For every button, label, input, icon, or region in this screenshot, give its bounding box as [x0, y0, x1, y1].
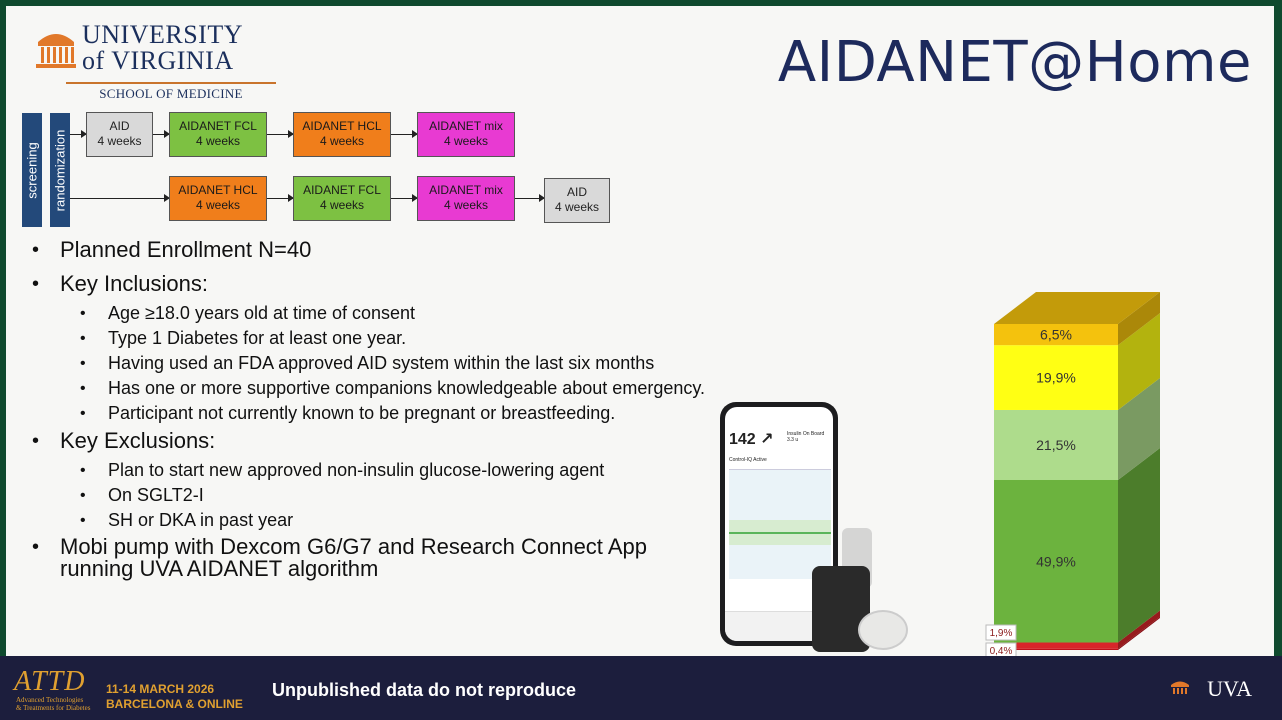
arm-duration: 4 weeks [319, 134, 365, 148]
arm-box: AIDANET FCL 4 weeks [169, 112, 267, 157]
iob-label: Insulin On Board [787, 431, 825, 437]
uva-wordmark: UVA [1207, 676, 1252, 701]
segment-label: 6,5% [1040, 327, 1072, 343]
bullet-inclusions-title: Key Inclusions: [30, 272, 720, 297]
arm-name: AIDANET HCL [302, 119, 382, 133]
arm-name: AID [109, 119, 130, 133]
arm-duration: 4 weeks [443, 198, 489, 212]
arm-name: AID [566, 185, 587, 199]
inclusion-item: Participant not currently known to be pr… [30, 404, 720, 424]
exclusion-item: On SGLT2-I [30, 486, 720, 506]
arrow [515, 194, 545, 202]
inclusion-item: Has one or more supportive companions kn… [30, 379, 720, 399]
bar-segment-side [1118, 292, 1160, 346]
inclusion-item: Type 1 Diabetes for at least one year. [30, 329, 720, 349]
attd-logo: ATTD [14, 666, 86, 697]
bullet-device: Mobi pump with Dexcom G6/G7 and Research… [30, 536, 720, 580]
logo-virginia: of VIRGINIA [82, 46, 234, 75]
slide: UNIVERSITY of VIRGINIA SCHOOL OF MEDICIN… [6, 6, 1274, 656]
arm-box: AIDANET mix 4 weeks [417, 176, 515, 221]
screening-bar: screening [22, 113, 42, 227]
attd-subtitle: Advanced Technologies & Treatments for D… [16, 696, 90, 712]
arm-name: AIDANET FCL [303, 183, 381, 197]
phone-glucose-chart [729, 469, 831, 579]
control-status: Control-IQ Active [729, 457, 767, 463]
arm-name: AIDANET mix [429, 183, 503, 197]
exclusion-item: Plan to start new approved non-insulin g… [30, 461, 720, 481]
dates-line: 11-14 MARCH 2026 [106, 682, 215, 696]
bar-segment-side [1118, 377, 1160, 480]
arrow [267, 194, 294, 202]
arm-duration: 4 weeks [195, 134, 241, 148]
arm-duration: 4 weeks [319, 198, 365, 212]
randomization-label: randomization [52, 129, 68, 211]
glucose-trace [729, 532, 831, 534]
arrow [391, 130, 418, 138]
unpublished-notice: Unpublished data do not reproduce [272, 680, 577, 700]
arm-box: AID 4 weeks [544, 178, 610, 223]
attd-sub-line2: & Treatments for Diabetes [16, 704, 91, 712]
phone-image: 142 ↗ Insulin On Board 3.3 u Control-IQ … [720, 402, 838, 646]
bar-top-face [994, 292, 1160, 324]
arm-name: AIDANET HCL [178, 183, 258, 197]
arm-duration: 4 weeks [554, 200, 600, 214]
logo-school: SCHOOL OF MEDICINE [66, 82, 276, 102]
arrow [391, 194, 418, 202]
location-line: BARCELONA & ONLINE [106, 697, 243, 711]
conference-dates: 11-14 MARCH 2026 BARCELONA & ONLINE [106, 682, 243, 712]
bullet-list: Planned Enrollment N=40 Key Inclusions: … [30, 238, 720, 590]
small-segment-label: 1,9% [985, 624, 1017, 641]
arrow [267, 130, 294, 138]
arm-duration: 4 weeks [195, 198, 241, 212]
slide-title: AIDANET@Home [777, 30, 1252, 95]
bar-segment [994, 648, 1118, 650]
arrow [70, 130, 87, 138]
bar-segment [994, 345, 1118, 410]
segment-label: 49,9% [1036, 553, 1076, 569]
arm-duration: 4 weeks [443, 134, 489, 148]
rotunda-icon [1171, 681, 1189, 694]
svg-text:1,9%: 1,9% [990, 628, 1013, 639]
bullet-exclusions-title: Key Exclusions: [30, 429, 720, 454]
bar-segment-side [1118, 610, 1160, 649]
segment-label: 19,9% [1036, 370, 1076, 386]
svg-text:0,4%: 0,4% [990, 646, 1013, 656]
arrow [70, 194, 170, 202]
arrow [153, 130, 170, 138]
arm-name: AIDANET mix [429, 119, 503, 133]
cgm-sensor-image [858, 610, 908, 650]
bar-segment [994, 324, 1118, 346]
arm-box: AIDANET HCL 4 weeks [169, 176, 267, 221]
arm-box: AIDANET FCL 4 weeks [293, 176, 391, 221]
footer-banner: ATTD Advanced Technologies & Treatments … [0, 656, 1282, 720]
bar-segment-side [1118, 616, 1160, 650]
inclusion-item: Age ≥18.0 years old at time of consent [30, 304, 720, 324]
rotunda-icon [36, 34, 76, 68]
exclusion-item: SH or DKA in past year [30, 511, 720, 531]
randomization-bar: randomization [50, 113, 70, 227]
segment-label: 21,5% [1036, 437, 1076, 453]
time-in-range-chart: 49,9% 21,5% 19,9% 6,5% 0,4% 1,9% [985, 292, 1160, 656]
bullet-enrollment: Planned Enrollment N=40 [30, 238, 720, 263]
arm-box: AID 4 weeks [86, 112, 153, 157]
bar-segment [994, 642, 1118, 649]
screening-label: screening [24, 141, 40, 199]
uva-som-logo: UNIVERSITY of VIRGINIA SCHOOL OF MEDICIN… [34, 20, 276, 101]
small-segment-label: 0,4% [985, 642, 1017, 656]
arm-box: AIDANET HCL 4 weeks [293, 112, 391, 157]
iob-value: 3.3 u [787, 437, 799, 443]
bar-segment [994, 409, 1118, 480]
arm-box: AIDANET mix 4 weeks [417, 112, 515, 157]
attd-sub-line1: Advanced Technologies [16, 696, 84, 704]
arm-duration: 4 weeks [97, 134, 142, 148]
iob-readout: Insulin On Board 3.3 u [787, 431, 824, 443]
bar-segment-side [1118, 447, 1160, 643]
glucose-reading: 142 ↗ [729, 431, 774, 448]
logo-university: UNIVERSITY [82, 20, 243, 49]
arm-name: AIDANET FCL [179, 119, 257, 133]
inclusion-item: Having used an FDA approved AID system w… [30, 354, 720, 374]
bar-segment-side [1118, 313, 1160, 410]
bar-segment [994, 479, 1118, 643]
